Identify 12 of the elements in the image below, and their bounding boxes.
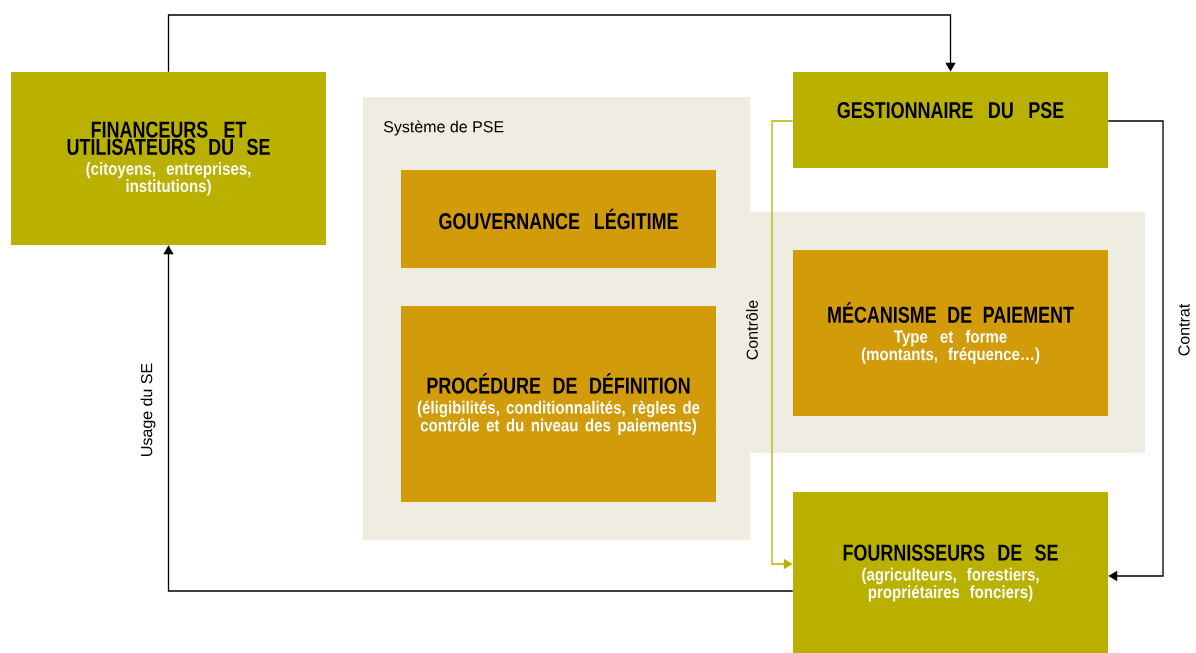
edge-label: Usage du SE bbox=[140, 363, 156, 456]
actor-box: FINANCEURS ET UTILISATEURS DU SE (citoyens, entreprises, institutions) bbox=[11, 72, 326, 245]
arrow bbox=[163, 245, 794, 592]
arrow bbox=[1107, 120, 1164, 582]
actor-box: FOURNISSEURS DE SE (agriculteurs, forestiers, propriétaires fonciers) bbox=[793, 492, 1108, 653]
actor-box: GESTIONNAIRE DU PSE bbox=[793, 72, 1108, 168]
component-box: GOUVERNANCE LÉGITIME bbox=[401, 170, 716, 268]
arrow bbox=[167, 14, 956, 73]
edge-label: Contrat bbox=[1178, 303, 1190, 356]
edge-label: Contrôle bbox=[746, 300, 758, 360]
component-box: MÉCANISME DE PAIEMENT Type et forme (montants, fréquence…) bbox=[793, 250, 1108, 416]
component-box: PROCÉDURE DE DÉFINITION (éligibilités, conditionnalités, règles de contrôle et du niveau des paiements) bbox=[401, 306, 716, 502]
